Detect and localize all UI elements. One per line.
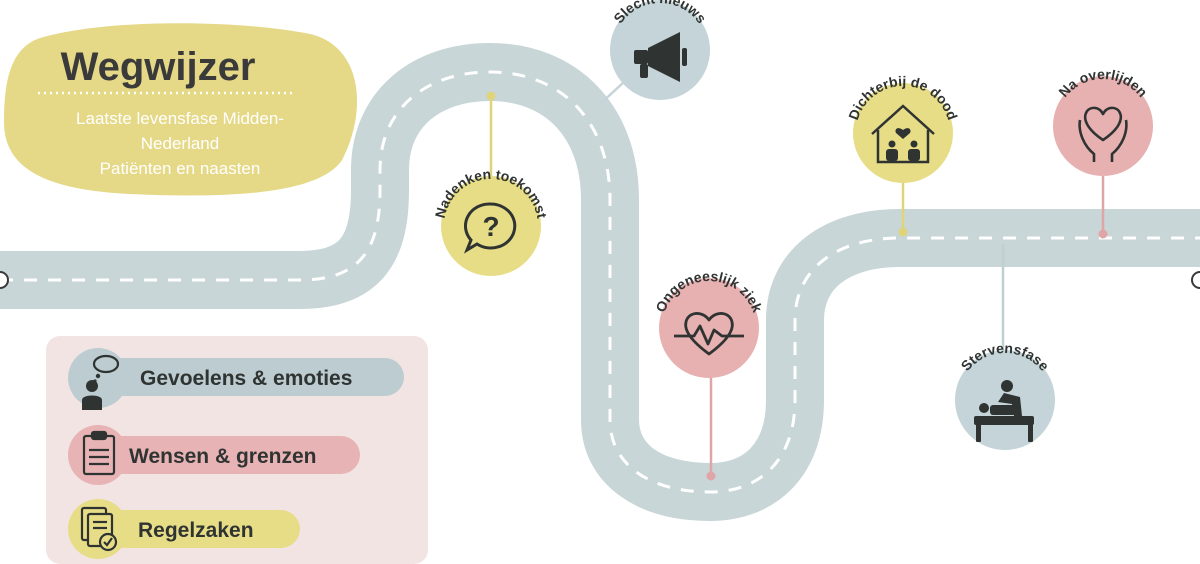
subtitle-line-2: Nederland	[141, 134, 219, 153]
legend-item-gevoelens-emoties[interactable]: Gevoelens & emoties	[68, 348, 404, 410]
question-speech-icon: ?	[463, 202, 517, 254]
milestone-stervensfase[interactable]: Stervensfase	[955, 244, 1055, 450]
legend-label: Wensen & grenzen	[129, 445, 316, 468]
care-bed-icon	[974, 380, 1034, 442]
legend: Gevoelens & emoties Wensen & grenzen	[46, 336, 428, 564]
legend-item-regelzaken[interactable]: Regelzaken	[68, 499, 300, 559]
milestone-dot	[1098, 229, 1108, 239]
person-thought-icon	[82, 354, 120, 410]
milestone-connector	[599, 81, 625, 105]
svg-text:?: ?	[482, 211, 499, 242]
milestone-ongeneeslijk-ziek[interactable]: Ongeneeslijk ziek	[652, 268, 766, 481]
legend-item-wensen-grenzen[interactable]: Wensen & grenzen	[68, 425, 360, 485]
subtitle-line-3: Patiënten en naasten	[100, 159, 261, 178]
legend-label: Regelzaken	[138, 519, 254, 542]
clipboard-hearts-icon	[82, 430, 116, 476]
house-family-icon	[871, 104, 935, 164]
heart-hands-icon	[1078, 106, 1128, 162]
milestone-dot	[898, 227, 908, 237]
subtitle-line-1: Laatste levensfase Midden-	[76, 109, 284, 128]
milestone-slecht-nieuws[interactable]: Slecht nieuws	[599, 0, 710, 105]
road-start-cap	[0, 271, 9, 289]
page-title: Wegwijzer	[61, 45, 256, 89]
road	[0, 43, 1200, 521]
heartbeat-icon	[674, 312, 744, 356]
milestone-nadenken-toekomst[interactable]: Nadenken toekomst ?	[432, 91, 551, 277]
road-end-cap	[1191, 271, 1200, 289]
legend-label: Gevoelens & emoties	[140, 367, 352, 390]
milestone-dot	[706, 471, 716, 481]
milestone-dot	[486, 91, 496, 101]
megaphone-icon	[634, 32, 687, 82]
documents-check-icon	[80, 506, 118, 552]
title-blob: Wegwijzer Laatste levensfase Midden- Ned…	[4, 23, 358, 196]
